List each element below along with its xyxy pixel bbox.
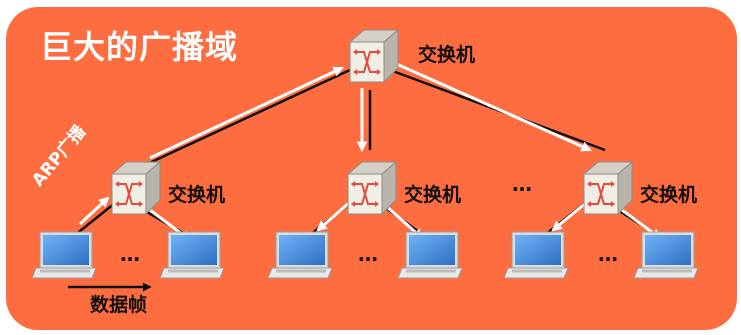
- ellipsis-switches: …: [512, 172, 533, 196]
- laptop-icon-1: [30, 230, 98, 280]
- ellipsis-left: …: [120, 242, 141, 266]
- switch-icon-mid: [347, 161, 397, 215]
- broadcast-arrows: [78, 60, 662, 242]
- switch-label-left: 交换机: [168, 184, 226, 206]
- switch-label-core: 交换机: [418, 44, 476, 66]
- broadcast-arrow-up: [149, 66, 344, 160]
- diagram-title: 巨大的广播域: [40, 28, 239, 66]
- broadcast-arrow-right-down1: [551, 200, 588, 232]
- laptop-icon-4: [396, 230, 464, 280]
- laptop-icon-6: [632, 230, 700, 280]
- ellipsis-right: …: [598, 242, 619, 266]
- laptop-icon-3: [266, 230, 334, 280]
- ellipsis-mid: …: [358, 242, 379, 266]
- link-core-left: [144, 68, 351, 167]
- broadcast-arrow-mid-down1: [316, 200, 351, 232]
- switch-icon-left: [111, 161, 161, 215]
- switch-label-mid: 交换机: [404, 184, 462, 206]
- switch-label-right: 交换机: [640, 184, 698, 206]
- laptop-icon-5: [502, 230, 570, 280]
- switch-icon-right: [583, 161, 633, 215]
- broadcast-arrow-right: [391, 60, 592, 152]
- data-frame-label: 数据帧: [90, 294, 148, 316]
- laptop-icon-2: [158, 230, 226, 280]
- switch-icon-core: [349, 29, 399, 83]
- arp-arrow: [78, 196, 110, 226]
